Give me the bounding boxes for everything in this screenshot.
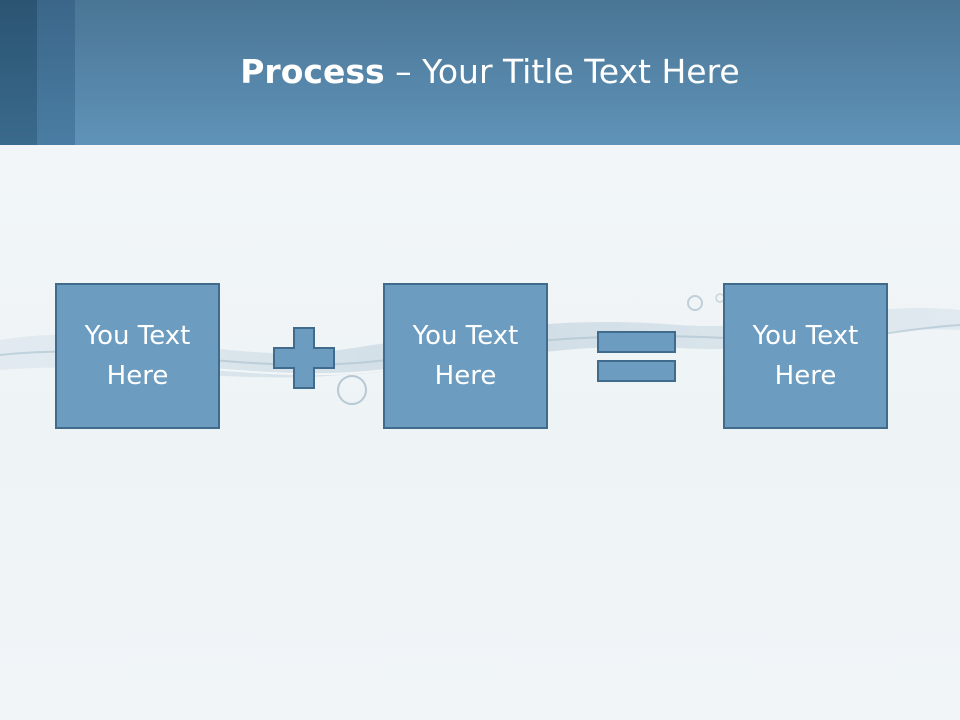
slide-title: Process – Your Title Text Here [75, 52, 905, 91]
process-box-1-line1: You Text [84, 321, 191, 351]
slide-title-bold: Process [240, 52, 385, 91]
process-box-3-line1: You Text [752, 321, 859, 351]
title-bar-accent-mid [37, 0, 75, 145]
process-box-3-line2: Here [774, 361, 837, 391]
slide-title-rest: – Your Title Text Here [384, 52, 740, 91]
process-box-2-line1: You Text [412, 321, 519, 351]
plus-icon [273, 327, 335, 389]
title-bar: Process – Your Title Text Here [0, 0, 960, 145]
process-box-1-line2: Here [106, 361, 169, 391]
title-bar-accent-dark [0, 0, 37, 145]
equals-icon [597, 331, 676, 382]
process-box-2-line2: Here [434, 361, 497, 391]
